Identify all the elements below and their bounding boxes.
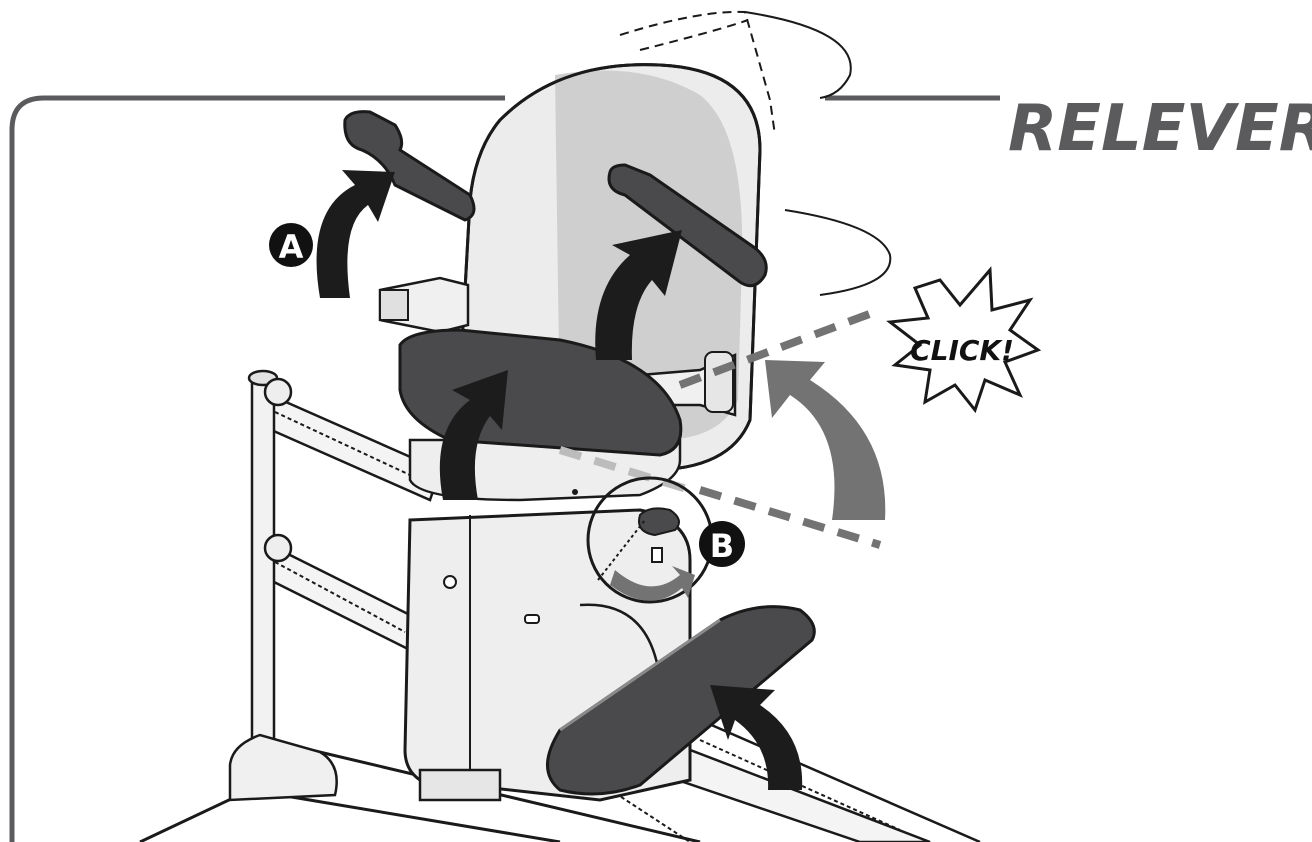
step-a-label: A — [279, 228, 304, 266]
click-label: CLICK! — [910, 334, 1014, 367]
click-burst: CLICK! — [890, 270, 1038, 410]
step-a-badge: A — [269, 223, 313, 267]
lift-arrow-armrest-left — [317, 170, 395, 298]
step-b-label: B — [710, 527, 734, 565]
step-b-badge: B — [699, 521, 745, 567]
seatbelt-buckle-left — [380, 278, 468, 332]
page-title: RELEVER — [1008, 92, 1312, 166]
